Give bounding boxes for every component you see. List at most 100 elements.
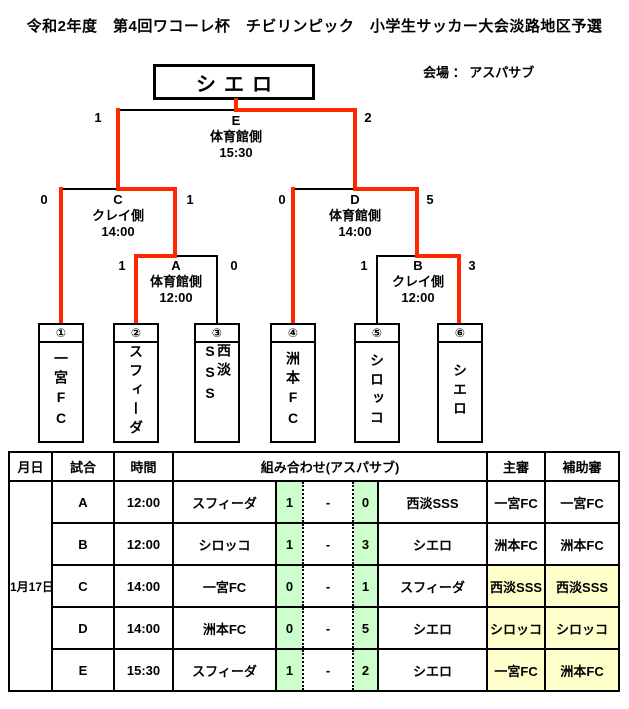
team3-leg bbox=[216, 255, 218, 323]
final-right-red bbox=[234, 108, 357, 112]
score-C-left: 0 bbox=[40, 192, 48, 207]
score-E-right: 2 bbox=[364, 110, 372, 125]
cell-home-score: 0 bbox=[275, 564, 304, 608]
bracket-line-matchA-right bbox=[175, 255, 218, 257]
cell-time: 14:00 bbox=[113, 606, 174, 650]
bracket-line-semiD-left bbox=[292, 188, 356, 190]
match-letter: B bbox=[413, 258, 423, 273]
bracket-line-semiC-left bbox=[60, 188, 118, 190]
cell-home-score: 1 bbox=[275, 480, 304, 524]
bracket-line-final-left bbox=[117, 109, 237, 111]
match-time: 15:30 bbox=[219, 145, 253, 160]
team-name: 一宮FC bbox=[53, 351, 69, 431]
match-letter: E bbox=[231, 113, 241, 128]
cell-referee: シロッコ bbox=[486, 606, 547, 650]
cell-assistant: 洲本FC bbox=[544, 522, 621, 566]
score-A-left: 1 bbox=[118, 258, 126, 273]
final-right-leg bbox=[353, 108, 357, 189]
cell-referee: 西淡SSS bbox=[486, 564, 547, 608]
match-court: クレイ側 bbox=[391, 274, 444, 289]
header-referee: 主審 bbox=[486, 451, 547, 482]
header-match: 試合 bbox=[51, 451, 115, 482]
match-time: 12:00 bbox=[401, 290, 435, 305]
cell-home: シロッコ bbox=[172, 522, 277, 566]
cell-time: 12:00 bbox=[113, 522, 174, 566]
cell-away: シエロ bbox=[376, 648, 489, 692]
match-time: 14:00 bbox=[338, 224, 372, 239]
cell-time: 15:30 bbox=[113, 648, 174, 692]
bracket-line-matchB-left bbox=[376, 255, 419, 257]
score-D-left: 0 bbox=[278, 192, 286, 207]
score-B-left: 1 bbox=[360, 258, 368, 273]
team-box-3: ③ 西淡SSS bbox=[194, 323, 240, 443]
cell-away: シエロ bbox=[376, 606, 489, 650]
team-seed: ⑥ bbox=[439, 325, 481, 343]
cell-assistant: 西淡SSS bbox=[544, 564, 621, 608]
table-row: E 15:30 スフィーダ 1 - 2 シエロ 一宮FC 洲本FC bbox=[9, 648, 621, 692]
match-court: クレイ側 bbox=[91, 208, 144, 223]
cell-match: E bbox=[51, 648, 115, 692]
matchB-right-red bbox=[415, 254, 461, 258]
semiC-right-red bbox=[116, 187, 177, 191]
header-assistant: 補助審 bbox=[544, 451, 621, 482]
score-B-right: 3 bbox=[468, 258, 476, 273]
cell-away-score: 0 bbox=[352, 480, 379, 524]
cell-match: A bbox=[51, 480, 115, 524]
cell-home: 一宮FC bbox=[172, 564, 277, 608]
team5-leg bbox=[376, 255, 378, 323]
cell-home: スフィーダ bbox=[172, 648, 277, 692]
match-letter: A bbox=[171, 258, 181, 273]
team-seed: ② bbox=[115, 325, 157, 343]
match-label-C: C クレイ側 14:00 bbox=[68, 192, 168, 240]
cell-dash: - bbox=[302, 648, 354, 692]
table-row: B 12:00 シロッコ 1 - 3 シエロ 洲本FC 洲本FC bbox=[9, 522, 621, 566]
header-pairing: 組み合わせ(アスパサブ) bbox=[171, 451, 489, 482]
team4-leg bbox=[291, 187, 295, 324]
match-label-D: D 体育館側 14:00 bbox=[305, 192, 405, 240]
match-court: 体育館側 bbox=[328, 208, 381, 223]
cell-match: D bbox=[51, 606, 115, 650]
cell-away-score: 5 bbox=[352, 606, 379, 650]
match-letter: C bbox=[113, 192, 123, 207]
page-title: 令和2年度 第4回ワコーレ杯 チビリンピック 小学生サッカー大会淡路地区予選 bbox=[26, 18, 603, 35]
cell-home-score: 1 bbox=[275, 522, 304, 566]
team-box-5: ⑤ シロッコ bbox=[354, 323, 400, 443]
cell-dash: - bbox=[302, 480, 354, 524]
cell-time: 14:00 bbox=[113, 564, 174, 608]
team-name: スフィーダ bbox=[128, 343, 144, 439]
team-seed: ④ bbox=[272, 325, 314, 343]
table-header-row: 月日 試合 時間 組み合わせ(アスパサブ) 主審 補助審 bbox=[8, 451, 621, 482]
cell-away: 西淡SSS bbox=[376, 480, 489, 524]
table-row: D 14:00 洲本FC 0 - 5 シエロ シロッコ シロッコ bbox=[9, 606, 621, 650]
team-box-4: ④ 洲本FC bbox=[270, 323, 316, 443]
cell-referee: 一宮FC bbox=[486, 480, 547, 524]
cell-dash: - bbox=[302, 522, 354, 566]
schedule-table: 月日 試合 時間 組み合わせ(アスパサブ) 主審 補助審 1月17日 A 12:… bbox=[8, 451, 621, 692]
matchA-left-red bbox=[134, 254, 177, 258]
cell-match: C bbox=[51, 564, 115, 608]
champion-name: シエロ bbox=[196, 73, 280, 96]
cell-home: 洲本FC bbox=[172, 606, 277, 650]
header-date: 月日 bbox=[8, 451, 53, 482]
match-time: 12:00 bbox=[159, 290, 193, 305]
cell-home-score: 0 bbox=[275, 606, 304, 650]
match-label-E: E 体育館側 15:30 bbox=[186, 113, 286, 161]
cell-dash: - bbox=[302, 564, 354, 608]
semiD-to-matchB-connector bbox=[415, 187, 419, 256]
match-time: 14:00 bbox=[101, 224, 135, 239]
cell-referee: 一宮FC bbox=[486, 648, 547, 692]
team-box-6: ⑥ シエロ bbox=[437, 323, 483, 443]
team-box-2: ② スフィーダ bbox=[113, 323, 159, 443]
semiC-to-matchA-connector bbox=[173, 187, 177, 256]
cell-away: シエロ bbox=[376, 522, 489, 566]
semiD-right-red bbox=[353, 187, 419, 191]
cell-referee: 洲本FC bbox=[486, 522, 547, 566]
score-A-right: 0 bbox=[230, 258, 238, 273]
header-time: 時間 bbox=[113, 451, 174, 482]
date-cell: 1月17日 bbox=[8, 480, 53, 692]
match-letter: D bbox=[350, 192, 360, 207]
cell-assistant: 洲本FC bbox=[544, 648, 621, 692]
team-seed: ① bbox=[40, 325, 82, 343]
score-C-right: 1 bbox=[186, 192, 194, 207]
